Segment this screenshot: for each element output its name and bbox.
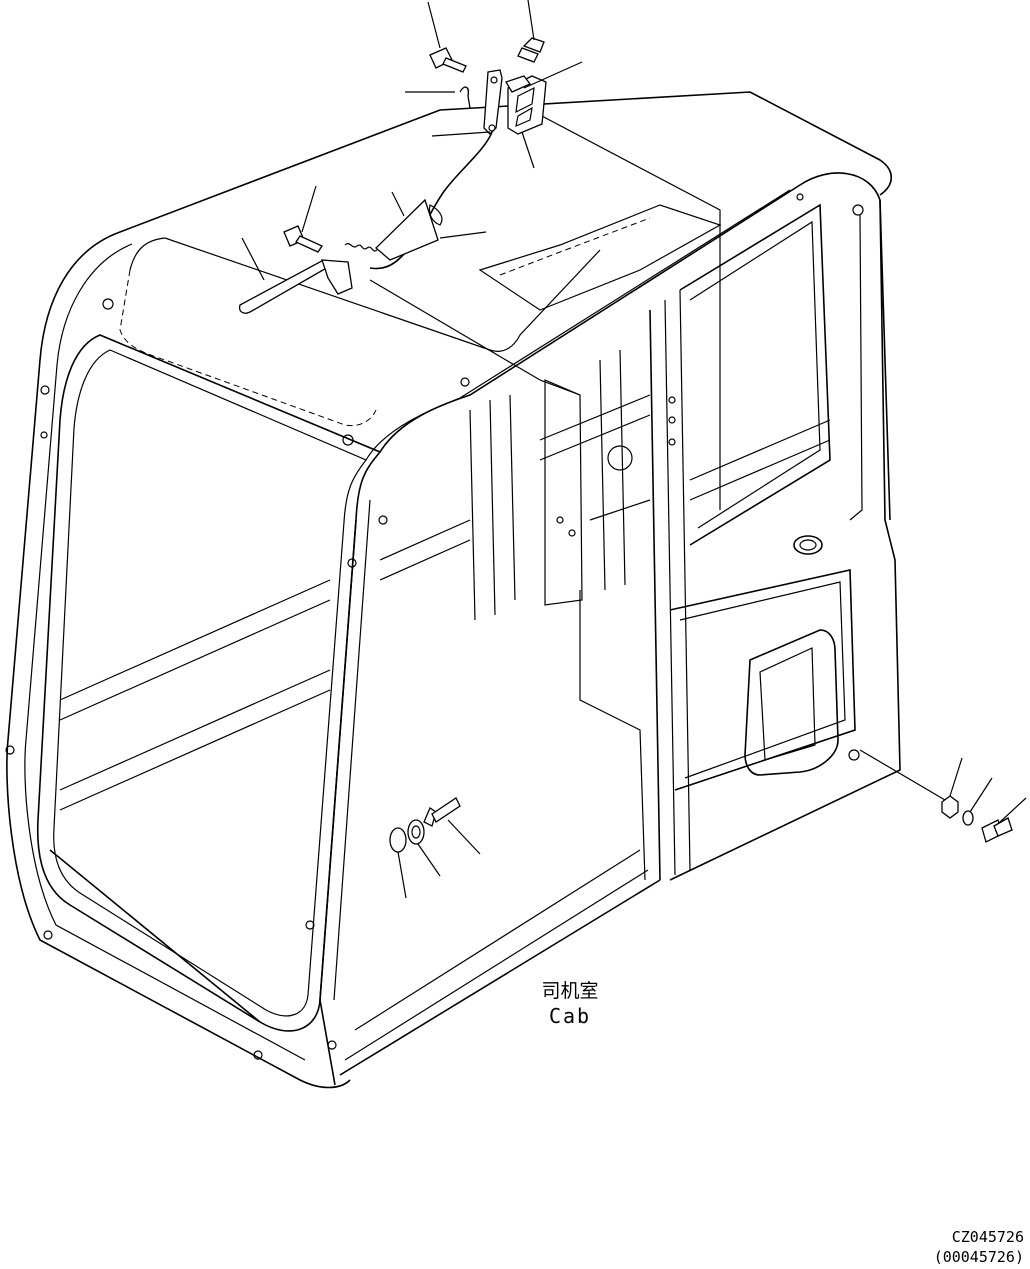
cable-clamp (428, 204, 443, 226)
lock-washer (407, 819, 425, 845)
cab-frame (6, 91, 946, 1089)
striker-plate (505, 75, 547, 135)
bolt-3 (423, 797, 461, 827)
latch-lever (483, 69, 503, 135)
right-fastener-group (941, 757, 1027, 843)
pin-1 (517, 37, 545, 63)
bolt-2 (283, 225, 323, 253)
frame-holes (5, 193, 864, 1060)
bolt-1 (429, 47, 467, 73)
spring (344, 243, 378, 252)
washer (962, 810, 974, 826)
cab-label-english: Cab (548, 1004, 592, 1028)
cab-label-chinese: 司机室 (541, 980, 599, 1002)
roof-latch-assembly (238, 0, 583, 314)
caution-tag (375, 198, 439, 261)
release-handle (238, 259, 353, 314)
floor-fastener-group (389, 797, 481, 899)
bolt-4 (981, 817, 1013, 843)
drawing-code: CZ045726 (951, 1228, 1024, 1246)
plate-washer (389, 827, 407, 853)
drawing-reference: (00045726) (933, 1248, 1024, 1266)
cotter-pin (459, 86, 471, 109)
